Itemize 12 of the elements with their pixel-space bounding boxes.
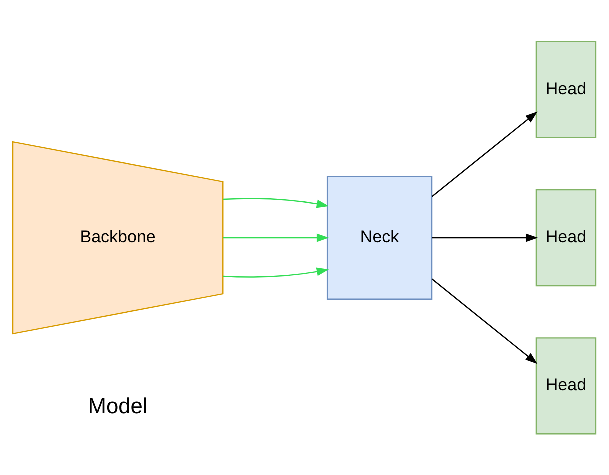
arrow <box>223 233 330 242</box>
arrow <box>223 198 330 208</box>
node-box: Head <box>536 337 597 434</box>
label: Model <box>88 392 148 418</box>
arrow <box>432 233 538 242</box>
node-box: Neck <box>326 176 433 300</box>
arrow <box>432 278 538 364</box>
node-box: Head <box>536 188 597 286</box>
arrow <box>223 267 330 278</box>
node-box: Backbone <box>12 140 224 334</box>
node-box: Head <box>536 40 597 138</box>
arrow <box>432 111 538 197</box>
